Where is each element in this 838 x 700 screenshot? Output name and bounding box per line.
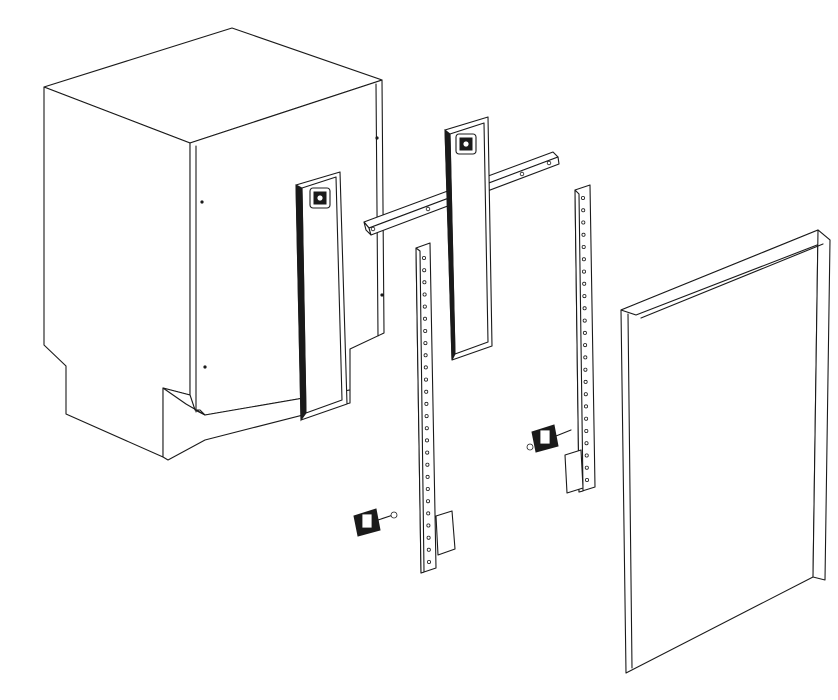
right-bracket-foot: [564, 449, 584, 494]
left-hinge-bracket: [415, 242, 456, 574]
bracket-hole: [584, 465, 589, 470]
bracket-hole: [426, 535, 431, 540]
right-hinge-mechanism: [526, 424, 572, 453]
left-panel-edge: [295, 184, 307, 422]
bracket-hole: [426, 560, 431, 565]
right-bracket-side: [574, 189, 584, 493]
right-bracket-holes: [581, 195, 590, 482]
left-bracket-holes: [421, 255, 431, 565]
bracket-hole: [582, 330, 587, 335]
bracket-hole: [581, 244, 586, 249]
screw-dot: [203, 365, 207, 369]
bracket-hole: [423, 353, 428, 358]
bracket-hole: [584, 428, 589, 433]
bracket-hole: [425, 474, 430, 479]
rail-hole: [425, 206, 431, 212]
rail-hole: [546, 160, 552, 166]
bracket-hole: [425, 462, 430, 467]
bracket-hole: [581, 208, 586, 213]
bracket-hole: [422, 292, 427, 297]
bracket-hole: [584, 453, 589, 458]
left-vertical-panel: [295, 171, 348, 422]
bracket-hole: [581, 257, 586, 262]
screw-dot: [375, 136, 379, 140]
bracket-hole: [583, 343, 588, 348]
bracket-hole: [583, 379, 588, 384]
bracket-hole: [584, 416, 589, 421]
bracket-hole: [424, 414, 429, 419]
bracket-hole: [582, 318, 587, 323]
door-front-face: [620, 229, 819, 674]
bracket-hole: [424, 426, 429, 431]
bracket-hole: [423, 341, 428, 346]
left-bracket-foot: [435, 510, 456, 556]
cabinet-front-frame-line-right: [375, 83, 379, 337]
bracket-hole: [423, 328, 428, 333]
bracket-hole: [423, 365, 428, 370]
front-door-panel: [620, 229, 831, 674]
right-panel-edge: [444, 128, 456, 361]
bracket-hole: [424, 389, 429, 394]
bracket-hole: [425, 450, 430, 455]
left-bracket-side: [415, 247, 425, 574]
door-top-groove: [640, 243, 824, 319]
bracket-hole: [425, 499, 430, 504]
bracket-hole: [584, 404, 589, 409]
bracket-hole: [581, 232, 586, 237]
bracket-hole: [422, 304, 427, 309]
right-vertical-panel: [444, 116, 493, 361]
bracket-hole: [423, 377, 428, 382]
left-hinge-mechanism: [353, 508, 398, 537]
left-panel-latch-icon: [309, 187, 331, 209]
bracket-hole: [582, 281, 587, 286]
bracket-hole: [585, 477, 590, 482]
bracket-hole: [424, 438, 429, 443]
door-right-edge: [812, 229, 831, 581]
bracket-hole: [421, 255, 426, 260]
bracket-hole: [583, 355, 588, 360]
left-panel-inner: [301, 176, 343, 414]
right-hinge-bracket: [564, 184, 596, 494]
bracket-hole: [581, 220, 586, 225]
right-panel-latch-icon: [455, 133, 477, 155]
bracket-hole: [422, 268, 427, 273]
bracket-hole: [422, 316, 427, 321]
right-panel-inner: [449, 122, 489, 355]
bracket-hole: [584, 441, 589, 446]
bracket-hole: [426, 511, 431, 516]
bracket-hole: [582, 269, 587, 274]
bracket-hole: [583, 367, 588, 372]
bracket-hole: [582, 306, 587, 311]
bracket-hole: [581, 195, 586, 200]
rail-hole: [370, 226, 376, 232]
rail-hole: [519, 171, 525, 177]
bracket-hole: [424, 401, 429, 406]
bracket-hole: [426, 523, 431, 528]
bracket-hole: [425, 486, 430, 491]
bracket-hole: [582, 294, 587, 299]
bracket-hole: [426, 547, 431, 552]
screw-dot: [380, 293, 384, 297]
bracket-hole: [422, 280, 427, 285]
screw-dot: [200, 200, 204, 204]
bracket-hole: [583, 392, 588, 397]
door-bevel: [627, 313, 633, 669]
plinth-notch: [162, 387, 206, 416]
